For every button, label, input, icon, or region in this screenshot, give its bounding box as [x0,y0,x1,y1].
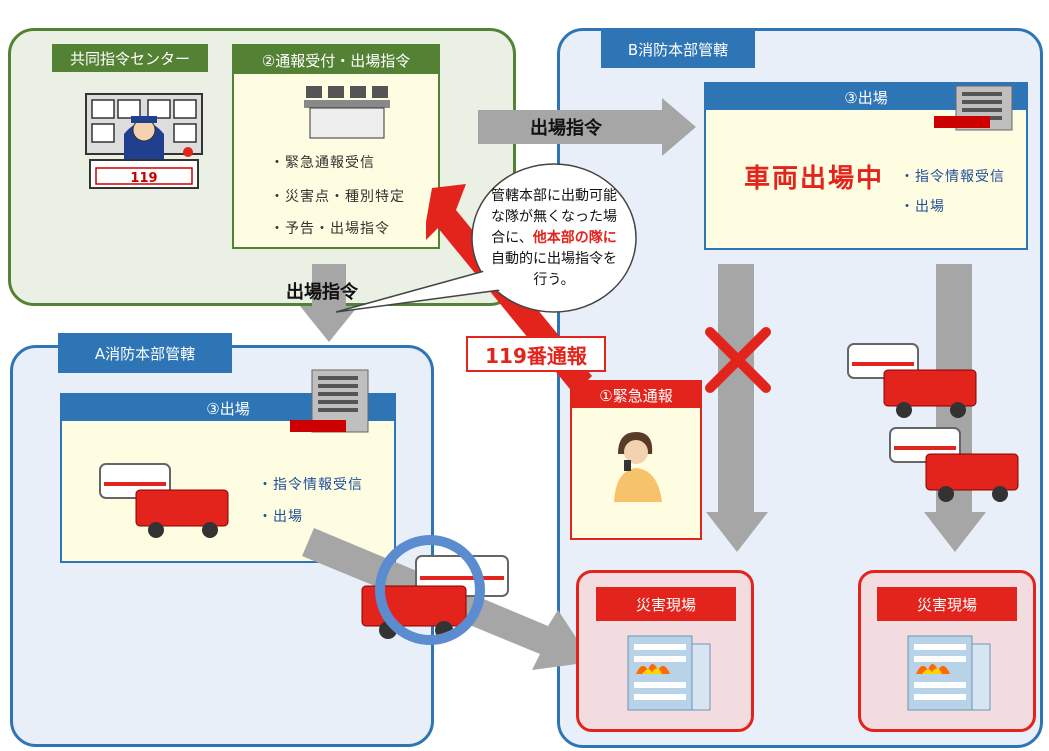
callout-bubble [335,163,637,313]
arrow-center-to-a-label: 出場指令 [286,282,358,303]
a-fire-station-icon [290,369,369,433]
burning-building-left-icon [627,635,711,711]
callout-line-1: 管轄本部に出動可能 [491,188,617,204]
callout-line-3: 合に、他本部の隊に [486,228,622,249]
scene-title-right: 災害現場 [877,587,1017,621]
callout-line-2: な隊が無くなった場 [491,209,617,225]
b-vehicles-top-icon [847,343,977,418]
call-119-label: 119番通報 [466,336,606,372]
center-item-3: ・予告・出場指令 [270,221,390,237]
burning-building-right-icon [907,635,991,711]
b-item-1: ・指令情報受信 [900,169,1005,185]
arrow-center-to-b: 出場指令 [478,98,696,156]
center-sign: 119 [130,171,157,186]
center-item-2: ・災害点・種別特定 [270,189,405,205]
a-region-label: A消防本部管轄 [58,333,232,373]
arrow-center-to-b-label: 出場指令 [530,117,603,139]
callout-highlight: 他本部の隊に [532,230,617,246]
arrow-b-left-down [706,264,768,552]
arrow-center-to-a [300,264,358,342]
callout-text: 管轄本部に出動可能 な隊が無くなった場 合に、他本部の隊に 自動的に出場指令を … [486,186,622,291]
a-item-1: ・指令情報受信 [258,477,363,493]
b-vehicles-bottom-icon [889,427,1019,502]
cross-mark-icon [705,327,771,393]
callout-line-5: 行う。 [533,272,575,288]
scene-title-left: 災害現場 [596,587,736,621]
reception-box [232,44,440,249]
a-dispatch-vehicles-icon [361,535,509,645]
reception-title: ②通報受付・出場指令 [234,46,438,74]
callout-line-3-prefix: 合に、 [491,230,533,246]
b-item-2: ・出場 [900,199,945,215]
callout-line-4: 自動的に出場指令を [491,251,617,267]
console-icon [304,86,390,139]
dispatcher-icon: 119 [85,93,203,189]
emergency-title: ①緊急通報 [572,382,700,408]
b-fire-station-icon [934,85,1013,131]
center-label: 共同指令センター [52,44,208,72]
a-item-2: ・出場 [258,509,303,525]
a-vehicles-icon [99,463,229,538]
caller-person-icon [614,432,662,502]
center-item-1: ・緊急通報受信 [270,155,375,171]
b-status: 車両出場中 [744,164,885,194]
b-region-label: B消防本部管轄 [601,30,755,68]
